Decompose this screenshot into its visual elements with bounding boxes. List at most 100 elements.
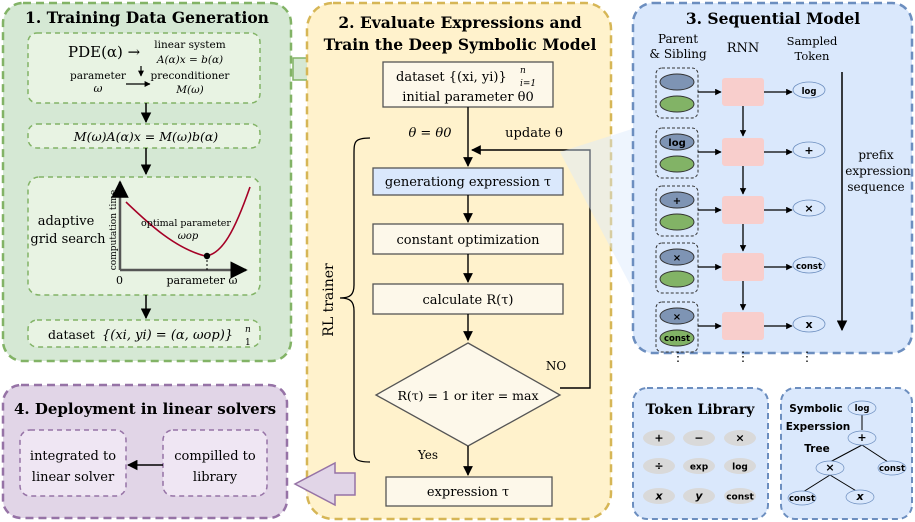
p2-dataset-sup: n [520,66,526,76]
seq-row: × const x [655,301,826,353]
tree-label-3: Tree [804,443,829,455]
tree-node [847,430,877,446]
preconditioner-label: preconditioner [151,70,231,82]
m-omega: M(ω) [175,84,204,96]
svg-text:⋮: ⋮ [672,350,685,365]
gen-expr-label: generationg expression τ [385,175,551,190]
gen-expr-box [372,167,564,196]
y-axis-label: computation time [109,190,119,270]
no-label: NO [546,359,567,373]
svg-text:⋮: ⋮ [737,350,750,365]
tree-node [787,490,817,506]
panel-sequential-model: 3. Sequential Model Parent & Sibling RNN… [560,1,914,365]
panel4-title: 4. Deployment in linear solvers [14,400,276,418]
update-theta: update θ [505,126,563,141]
panel-training-data: 1. Training Data Generation PDE(α) → lin… [1,1,293,363]
library-token-label: − [694,432,703,445]
tree-label-2: Experssion [786,421,851,433]
grid-search-label: grid search [30,232,106,247]
panel-expression-tree: Symbolic Experssion Tree log+×constconst… [780,387,913,520]
panel1-title: 1. Training Data Generation [25,8,269,27]
svg-text:⋮: ⋮ [801,350,814,365]
omega-symbol: ω [94,82,103,95]
sampled-token-label: × [804,202,813,215]
prefix-label-3: sequence [847,180,904,194]
sibling-token [659,95,695,113]
library-token [683,430,715,446]
seq-row: +× [655,185,826,252]
library-token [724,488,756,504]
rl-brace [339,137,371,463]
parent-token-label: × [673,253,681,264]
parameter-label: parameter [70,70,127,82]
token-library-title: Token Library [646,402,756,418]
sampled-token-label: x [805,318,812,331]
dataset-sub: 1 [245,338,251,348]
dataset-sup: n [245,325,251,335]
library-token-label: log [732,463,748,473]
tree-node [845,489,875,505]
tree-node-label: const [879,464,905,474]
parent-token [659,191,695,209]
prefix-label-2: expression [845,164,911,178]
const-opt-box [372,223,564,255]
zoom-wedge [560,122,654,330]
parent-token [659,133,695,151]
pde-label: PDE(α) → [68,43,141,61]
sibling-token [659,329,695,347]
tree-node-label: × [825,461,834,474]
panel2-title-1: 2. Evaluate Expressions and [338,13,581,32]
sampled-token [792,81,826,99]
rnn-cell [722,78,764,106]
library-token [643,458,675,474]
sampled-token-label: log [802,87,817,97]
library-token-label: const [726,493,754,503]
origin-label: 0 [116,274,123,287]
precond-eq: M(ω)A(α)x = M(ω)b(α) [73,129,219,144]
panel3-title: 3. Sequential Model [686,9,860,28]
linear-system-label: linear system [154,39,225,51]
seq-row: log+ [655,127,826,195]
compiled-1: compilled to [174,449,256,464]
parent-token-label: × [673,312,681,323]
parent-token [659,73,695,91]
sampled-token-label: const [796,262,822,272]
sampled-token [792,141,826,159]
integrated-1: integrated to [30,449,116,464]
sibling-token [659,270,695,288]
dataset-eq: {(xi, yi) = (α, ωop)} [102,328,233,343]
panel2-title-2: Train the Deep Symbolic Model [324,35,597,54]
sibling-token-label: const [664,334,690,344]
omega-op-label: ωop [178,231,199,242]
rnn-cell [722,253,764,281]
rl-trainer-label: RL trainer [321,263,337,337]
const-opt-label: constant optimization [396,233,540,248]
p2-initial-param: initial parameter θ0 [402,90,534,105]
expr-out-box [385,476,553,507]
library-token [643,488,675,504]
col-sampled-2: Token [795,49,830,63]
compiled-box [162,429,268,497]
tree-node-label: x [855,490,864,503]
library-token-label: exp [690,463,709,473]
rnn-cell [722,138,764,166]
decision-label: R(τ) = 1 or iter = max [397,388,538,403]
tree-label-1: Symbolic [789,403,843,415]
library-token [683,488,715,504]
tree-node [815,460,845,476]
adaptive-label: adaptive [38,214,95,229]
theta-init: θ = θ0 [408,126,451,141]
tree-node [847,400,877,416]
library-token [643,430,675,446]
library-token [724,430,756,446]
p2-dataset-sub: i=1 [520,79,536,89]
sampled-token [792,199,826,217]
panel-deployment: 4. Deployment in linear solvers integrat… [1,383,289,520]
sibling-token [659,213,695,231]
x-axis-label: parameter ω [166,274,237,287]
tree-node [877,460,907,476]
integrated-box [19,429,127,497]
sampled-token [792,315,826,333]
seq-row: × const [655,242,826,311]
tree-node-label: log [855,404,870,414]
